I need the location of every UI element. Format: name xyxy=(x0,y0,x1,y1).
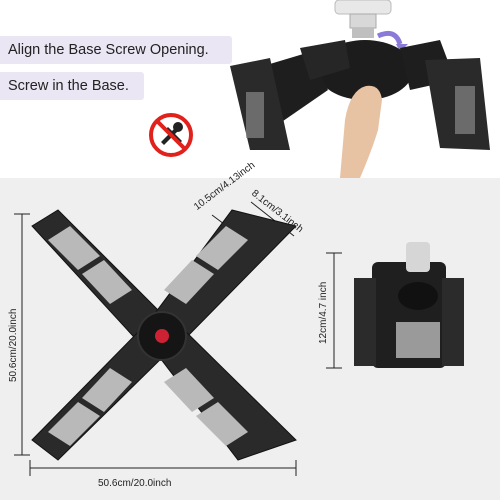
step-label-align: Align the Base Screw Opening. xyxy=(0,36,232,64)
total-height-label: 50.6cm/20.0inch xyxy=(8,308,19,382)
total-width-label: 50.6cm/20.0inch xyxy=(98,478,172,489)
install-illustration xyxy=(230,0,490,178)
folded-height-label: 12cm/4.7 inch xyxy=(318,281,329,344)
left-wing xyxy=(230,40,350,150)
no-tools-icon xyxy=(149,113,193,157)
right-wing xyxy=(400,40,490,150)
folded-light xyxy=(354,242,464,368)
step-label-screw: Screw in the Base. xyxy=(0,72,144,100)
screw-base xyxy=(334,0,392,38)
